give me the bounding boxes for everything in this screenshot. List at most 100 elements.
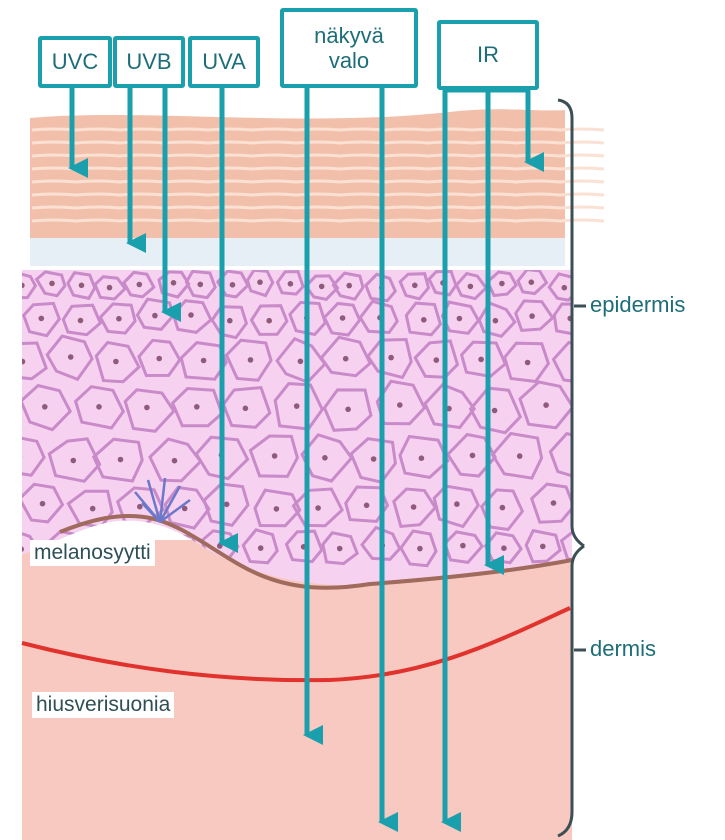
label-capillary: hiusverisuonia — [32, 692, 174, 718]
epidermis-cells — [0, 270, 627, 585]
cell-nucleus — [478, 357, 484, 363]
cell-nucleus — [294, 403, 300, 409]
cell-nucleus — [468, 284, 474, 290]
cell-nucleus — [343, 356, 349, 362]
corneum-layer-line — [32, 220, 604, 221]
corneum-layer-line — [32, 181, 604, 182]
cell-nucleus — [274, 506, 280, 512]
cell-nucleus — [540, 544, 546, 550]
cell-nucleus — [501, 545, 507, 551]
cell-nucleus — [588, 280, 594, 286]
cell-nucleus — [156, 356, 162, 362]
cell-nucleus — [388, 355, 394, 361]
corneum-layer-line — [32, 142, 604, 143]
corneum-layer-line — [32, 168, 604, 169]
ray-label-uvc: UVC — [38, 36, 112, 88]
cell-nucleus — [116, 316, 122, 322]
cell-nucleus — [322, 455, 328, 461]
cell-nucleus — [49, 281, 55, 287]
cell-nucleus — [493, 318, 499, 324]
layer-label-dermis: dermis — [590, 636, 656, 662]
cell-nucleus — [529, 279, 535, 285]
cell-nucleus — [337, 546, 343, 552]
cell-nucleus — [460, 543, 466, 549]
cell-nucleus — [492, 408, 498, 414]
ray-label-uva: UVA — [188, 36, 260, 88]
corneum-layer-line — [32, 194, 604, 195]
cell-nucleus — [198, 282, 204, 288]
cell-nucleus — [227, 318, 233, 324]
cell-nucleus — [562, 285, 568, 291]
cell-nucleus — [40, 501, 46, 507]
layer-label-epidermis: epidermis — [590, 292, 685, 318]
cell-nucleus — [39, 316, 45, 322]
cell-nucleus — [113, 359, 119, 365]
cell-nucleus — [288, 281, 294, 287]
cell-nucleus — [543, 402, 549, 408]
cell-nucleus — [194, 404, 200, 410]
cell-nucleus — [345, 407, 351, 413]
cell-nucleus — [371, 456, 377, 462]
cell-nucleus — [266, 318, 272, 324]
cell-nucleus — [457, 316, 463, 322]
cell-nucleus — [421, 317, 427, 323]
corneum-layer-line — [32, 207, 604, 208]
cell-nucleus — [340, 315, 346, 321]
ray-label-uvb: UVB — [113, 36, 185, 88]
cell-nucleus — [107, 285, 113, 291]
cell-nucleus — [118, 457, 124, 463]
label-melanocyte: melanosyytti — [30, 540, 155, 566]
cell-nucleus — [411, 504, 417, 510]
cell-nucleus — [224, 502, 230, 508]
epidermal-cell — [574, 484, 620, 524]
cell-nucleus — [397, 402, 403, 408]
cell-nucleus — [42, 404, 48, 410]
ray-label-visible-light: näkyvä valo — [280, 8, 418, 88]
cell-nucleus — [315, 505, 321, 511]
cell-nucleus — [201, 358, 207, 364]
cell-nucleus — [144, 405, 150, 411]
cell-nucleus — [499, 281, 505, 287]
cell-nucleus — [188, 312, 194, 318]
cell-nucleus — [71, 458, 77, 464]
cell-nucleus — [137, 504, 143, 510]
cell-nucleus — [257, 279, 263, 285]
cell-nucleus — [364, 503, 370, 509]
cell-nucleus — [412, 283, 418, 289]
cell-nucleus — [137, 282, 143, 288]
cell-nucleus — [597, 402, 603, 408]
cell-nucleus — [90, 506, 96, 512]
cell-nucleus — [529, 313, 535, 319]
corneum-layer-line — [32, 129, 604, 130]
cell-nucleus — [96, 404, 102, 410]
epidermal-cell — [575, 383, 627, 425]
cell-nucleus — [470, 453, 476, 459]
cell-nucleus — [248, 357, 254, 363]
cell-nucleus — [152, 313, 158, 319]
cell-nucleus — [20, 359, 26, 365]
cell-nucleus — [217, 543, 223, 549]
cell-nucleus — [434, 357, 440, 363]
cell-nucleus — [594, 502, 600, 508]
cell-nucleus — [230, 282, 236, 288]
cell-nucleus — [79, 283, 85, 289]
cell-nucleus — [298, 359, 304, 365]
ray-label-ir: IR — [437, 20, 539, 90]
cell-nucleus — [454, 501, 460, 507]
cell-nucleus — [258, 545, 264, 551]
cell-nucleus — [171, 280, 177, 286]
cell-nucleus — [17, 454, 23, 460]
cell-nucleus — [272, 453, 278, 459]
cell-nucleus — [243, 406, 249, 412]
cell-nucleus — [78, 318, 84, 324]
cell-nucleus — [417, 546, 423, 552]
cell-nucleus — [68, 354, 74, 360]
cell-nucleus — [19, 283, 25, 289]
cell-nucleus — [172, 458, 178, 464]
cell-nucleus — [551, 500, 557, 506]
stratum-corneum — [30, 109, 604, 266]
cell-nucleus — [419, 455, 425, 461]
corneum-layer-line — [32, 155, 604, 156]
cell-nucleus — [18, 546, 24, 552]
cell-nucleus — [319, 284, 325, 290]
